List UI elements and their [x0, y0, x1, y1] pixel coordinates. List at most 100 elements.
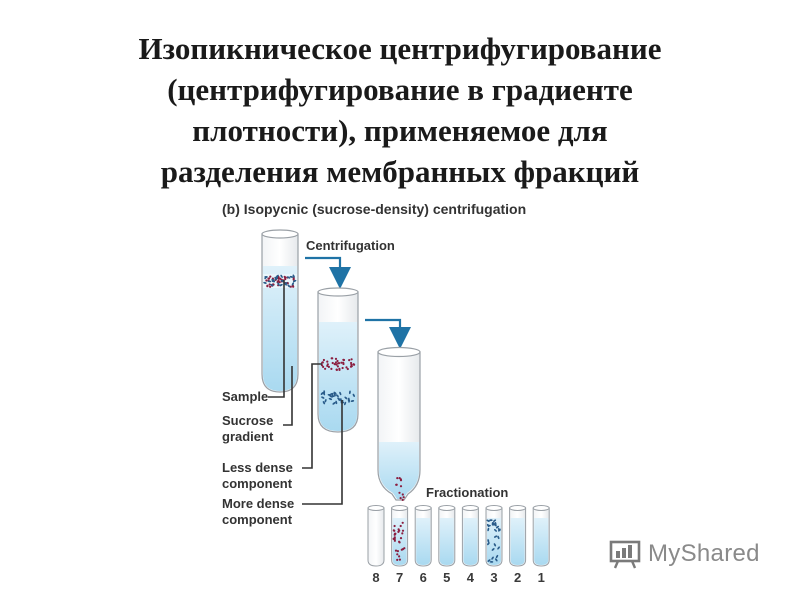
particle: [335, 368, 338, 371]
particle: [398, 558, 401, 561]
particle: [393, 524, 396, 528]
particle: [392, 537, 395, 541]
fraction-tube-5: 5: [438, 505, 456, 585]
membrane-fragment: [486, 523, 490, 528]
membrane-fragment: [487, 539, 490, 543]
membrane-fragment: [270, 283, 274, 287]
label-sucrose-line2: gradient: [222, 429, 274, 444]
particle: [337, 362, 340, 365]
fraction-number: 7: [396, 570, 403, 585]
membrane-fragment: [493, 543, 497, 547]
fraction-tube-rim: [532, 505, 550, 511]
fraction-number: 6: [420, 570, 427, 585]
particle: [289, 285, 292, 288]
particle: [401, 493, 404, 496]
particle: [269, 285, 272, 288]
particle: [348, 359, 351, 362]
tube-1-sample-loaded: [261, 229, 299, 393]
particle: [399, 497, 402, 500]
particle: [401, 498, 404, 501]
membrane-fragment: [284, 282, 288, 285]
fraction-number: 5: [443, 570, 450, 585]
fraction-number: 3: [490, 570, 497, 585]
membrane-fragment: [335, 400, 338, 405]
fraction-liquid: [439, 518, 454, 565]
particle: [336, 365, 339, 368]
membrane-fragment: [327, 393, 332, 396]
particle: [394, 549, 398, 552]
leader-less-dense: [302, 363, 322, 469]
particle: [345, 366, 348, 369]
particle: [266, 285, 269, 288]
particle: [399, 485, 403, 488]
particle: [292, 278, 295, 281]
membrane-fragment: [498, 528, 501, 532]
particle: [393, 536, 396, 539]
particle: [268, 283, 271, 286]
tube-2-separated: [317, 287, 359, 433]
fraction-tube-rim: [509, 505, 527, 511]
particle: [334, 357, 338, 360]
fraction-liquid: [534, 518, 549, 565]
leader-sample: [268, 280, 285, 398]
particle: [333, 363, 336, 366]
fraction-tube-rim: [461, 505, 479, 511]
fraction-liquid: [487, 518, 501, 565]
particle: [401, 521, 404, 524]
particle: [350, 363, 353, 366]
membrane-fragment: [287, 276, 291, 279]
particle: [401, 529, 405, 532]
fraction-number: 2: [514, 570, 521, 585]
membrane-fragment: [332, 402, 336, 405]
watermark-text: MyShared: [648, 540, 760, 567]
draining-drops: [395, 477, 405, 501]
fraction-tube-rim: [414, 505, 432, 511]
fraction-tube-8: 8: [367, 505, 385, 585]
membrane-fragment: [271, 279, 275, 281]
membrane-fragment: [495, 554, 499, 559]
particle: [330, 367, 333, 370]
fractionation-arrow: [365, 318, 411, 349]
membrane-fragment: [344, 396, 348, 400]
particle: [393, 529, 396, 532]
particle: [402, 496, 405, 499]
particle: [342, 361, 345, 364]
particle: [265, 279, 268, 282]
membrane-fragment: [274, 276, 278, 281]
fraction-tube-rim: [367, 505, 385, 511]
myshared-watermark: MyShared: [608, 536, 760, 572]
membrane-fragment: [491, 556, 494, 560]
membrane-fragment: [487, 559, 491, 562]
fractionation-label: Fractionation: [426, 485, 508, 500]
membrane-fragment: [291, 282, 295, 286]
slide-title: Изопикническое центрифугирование (центри…: [0, 28, 800, 192]
membrane-fragment: [495, 525, 500, 529]
fraction-number: 8: [372, 570, 379, 585]
fraction-tube-3: 3: [485, 505, 503, 585]
membrane-fragment: [328, 397, 333, 401]
title-line-2: (центрифугирование в градиенте: [167, 72, 633, 107]
fraction-tube-4: 4: [461, 505, 479, 585]
particle: [393, 532, 397, 535]
particle: [349, 365, 353, 368]
particle: [398, 491, 401, 494]
leader-lines: [268, 280, 343, 505]
particle: [322, 365, 325, 368]
label-less-dense-line1: Less dense: [222, 460, 293, 475]
membrane-fragment: [287, 284, 291, 288]
membrane-fragment: [487, 542, 490, 546]
particle: [324, 367, 327, 370]
membrane-fragment: [280, 274, 283, 278]
membrane-fragment: [489, 519, 493, 522]
title-line-3: плотности), применяемое для: [192, 113, 608, 148]
membrane-fragment: [333, 391, 337, 395]
particle: [326, 360, 329, 363]
centrifugation-label: Centrifugation: [306, 238, 395, 253]
particle: [327, 365, 330, 368]
fraction-number: 1: [538, 570, 545, 585]
membrane-fragment: [350, 400, 355, 402]
title-line-4: разделения мембранных фракций: [160, 154, 640, 189]
particle: [350, 361, 353, 365]
membrane-fragment: [493, 523, 497, 527]
